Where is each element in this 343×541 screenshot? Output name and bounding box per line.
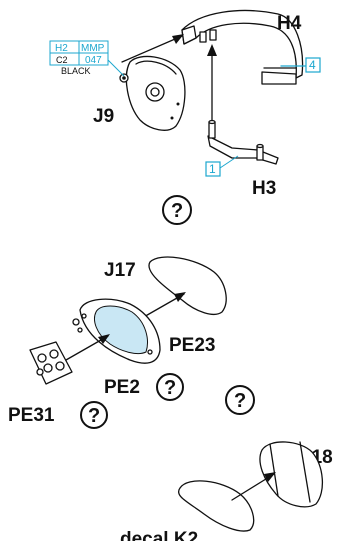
question-circle-icon xyxy=(225,385,255,415)
paint-code-c2: C2 xyxy=(56,55,68,65)
question-mark-4: ? xyxy=(88,405,100,427)
h3-leader-line xyxy=(219,155,239,169)
part-decal-k2 xyxy=(178,480,255,532)
part-j18 xyxy=(259,441,323,508)
h4-callout-box xyxy=(305,57,321,73)
part-h4 xyxy=(181,9,304,85)
label-pe2: PE2 xyxy=(104,377,140,398)
label-pe23: PE23 xyxy=(169,335,215,356)
arrow-j9-to-h4 xyxy=(121,35,183,63)
question-mark-2: ? xyxy=(164,377,176,399)
paint-code-mmp: MMP xyxy=(81,43,105,54)
label-j9: J9 xyxy=(93,106,114,127)
arrow-head xyxy=(207,44,217,56)
part-j17 xyxy=(148,256,227,315)
label-h4: H4 xyxy=(277,13,302,34)
paint-color-name: BLACK xyxy=(61,66,91,76)
h3-callout-number: 1 xyxy=(209,162,216,176)
arrow-head xyxy=(172,34,184,44)
label-pe31: PE31 xyxy=(8,405,55,426)
paint-code-047: 047 xyxy=(85,55,102,66)
label-decal-k2: decal K2 xyxy=(120,529,198,541)
h4-callout-number: 4 xyxy=(309,58,316,72)
paint-code-h2: H2 xyxy=(55,43,68,54)
question-circle-icon xyxy=(80,401,108,429)
part-pe31 xyxy=(29,341,73,385)
arrow-head xyxy=(264,472,276,482)
h3-callout-box xyxy=(205,161,221,177)
part-j9 xyxy=(119,55,186,131)
label-j17: J17 xyxy=(104,260,136,281)
paint-callout: H2 MMP C2 047 BLACK xyxy=(49,40,125,77)
label-h3: H3 xyxy=(252,178,276,199)
arrow-head xyxy=(98,334,110,344)
part-pe23 xyxy=(72,298,161,364)
question-circle-icon xyxy=(156,373,184,401)
arrow-head xyxy=(174,292,186,302)
question-mark-3: ? xyxy=(234,390,246,412)
question-mark-1: ? xyxy=(171,200,183,222)
part-h3 xyxy=(207,119,279,165)
question-circle-icon xyxy=(162,195,192,225)
